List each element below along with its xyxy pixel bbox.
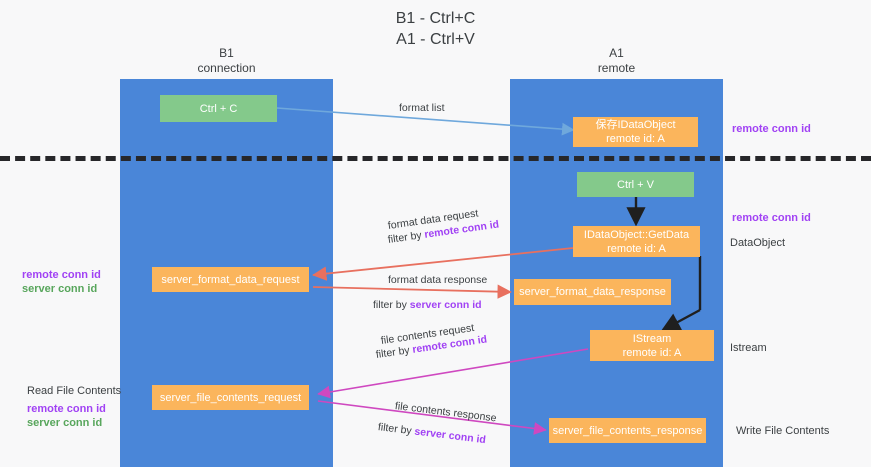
box-istream-title: IStream bbox=[632, 332, 672, 345]
column-header-a1-name: A1 bbox=[609, 46, 624, 60]
connector-file-contents-request bbox=[317, 348, 589, 399]
box-server-format-data-response[interactable]: server_format_data_response bbox=[514, 279, 671, 305]
label-format-data-response: format data response bbox=[388, 274, 488, 286]
column-header-b1-role: connection bbox=[197, 61, 256, 75]
label-format-data-response-filter-prefix: filter by bbox=[373, 299, 410, 311]
box-ctrl-v-label: Ctrl + V bbox=[617, 178, 654, 191]
connector-format-list bbox=[276, 107, 575, 136]
box-server-file-contents-response[interactable]: server_file_contents_response bbox=[549, 418, 706, 443]
box-server-format-data-request[interactable]: server_format_data_request bbox=[152, 267, 309, 292]
connector-format-data-response bbox=[312, 284, 512, 299]
label-left-remote-conn-id-mid: remote conn id bbox=[22, 269, 101, 281]
label-right-dataobject: DataObject bbox=[730, 237, 786, 249]
box-server-file-contents-request-label: server_file_contents_request bbox=[159, 391, 302, 404]
section-divider bbox=[0, 156, 871, 161]
column-header-b1-name: B1 bbox=[219, 46, 234, 60]
box-idataobject-getdata[interactable]: IDataObject::GetData remote id: A bbox=[573, 226, 700, 257]
box-remote-dataobject-sub: remote id: A bbox=[606, 133, 665, 145]
box-server-file-contents-request[interactable]: server_file_contents_request bbox=[152, 385, 309, 410]
title-line-2: A1 - Ctrl+V bbox=[396, 31, 475, 48]
box-ctrl-c-label: Ctrl + C bbox=[199, 102, 238, 115]
column-header-a1: A1 remote bbox=[530, 46, 703, 76]
label-right-remote-conn-id-top: remote conn id bbox=[732, 123, 811, 135]
diagram-title: B1 - Ctrl+C A1 - Ctrl+V bbox=[0, 8, 871, 50]
box-idataobject-getdata-sub: remote id: A bbox=[607, 242, 666, 255]
label-left-read-file-contents: Read File Contents bbox=[27, 385, 122, 397]
box-server-file-contents-response-label: server_file_contents_response bbox=[552, 424, 703, 437]
connector-format-response-to-istream bbox=[660, 308, 701, 332]
column-header-a1-role: remote bbox=[597, 61, 636, 75]
label-left-remote-conn-id-low: remote conn id bbox=[27, 403, 106, 415]
box-idataobject-getdata-title: IDataObject::GetData bbox=[583, 228, 690, 241]
box-istream[interactable]: IStream remote id: A bbox=[590, 330, 714, 361]
box-server-format-data-response-label: server_format_data_response bbox=[519, 286, 666, 298]
label-right-write-file-contents: Write File Contents bbox=[736, 425, 830, 437]
connector-file-contents-response bbox=[317, 400, 547, 435]
label-right-remote-conn-id-mid: remote conn id bbox=[732, 212, 811, 224]
box-remote-dataobject-title: 保存IDataObject bbox=[595, 119, 676, 131]
label-right-istream: Istream bbox=[730, 342, 767, 354]
column-header-b1: B1 connection bbox=[140, 46, 313, 76]
box-istream-sub: remote id: A bbox=[622, 346, 682, 359]
box-ctrl-c[interactable]: Ctrl + C bbox=[160, 95, 277, 122]
label-left-server-conn-id-mid: server conn id bbox=[22, 283, 98, 295]
label-format-list: format list bbox=[399, 102, 445, 114]
connector-format-data-request bbox=[312, 247, 574, 281]
box-ctrl-v[interactable]: Ctrl + V bbox=[577, 172, 694, 197]
label-format-data-response-filter-key: server conn id bbox=[409, 299, 482, 311]
box-server-format-data-request-label: server_format_data_request bbox=[161, 273, 300, 286]
title-line-1: B1 - Ctrl+C bbox=[395, 10, 476, 27]
label-left-server-conn-id-low: server conn id bbox=[27, 417, 103, 429]
label-format-data-response-filter: filter by server conn id bbox=[373, 298, 482, 312]
box-remote-dataobject[interactable]: 保存IDataObject remote id: A bbox=[573, 117, 698, 147]
